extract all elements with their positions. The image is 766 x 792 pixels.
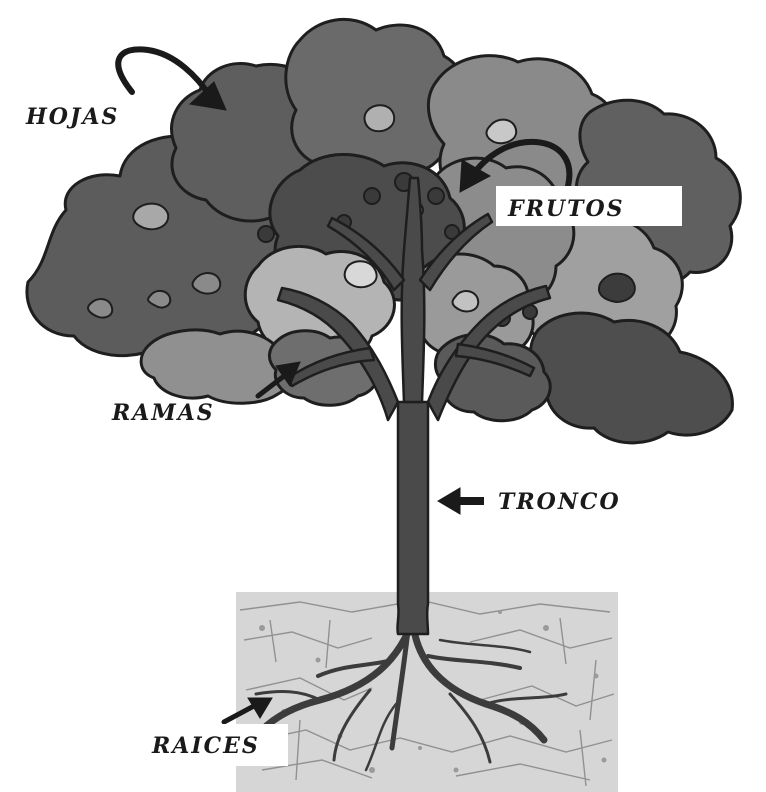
- label-raices: RAICES: [151, 733, 260, 759]
- label-ramas: RAMAS: [111, 400, 215, 426]
- arrow-tronco-head: [438, 488, 460, 514]
- leaf-clump-lower-right: [530, 313, 732, 443]
- leaf-clump-bottom-left: [141, 330, 294, 403]
- trunk: [397, 402, 428, 634]
- label-frutos: FRUTOS: [507, 196, 625, 222]
- label-tronco: TRONCO: [498, 489, 621, 515]
- arrow-hojas: [118, 49, 210, 96]
- label-hojas: HOJAS: [25, 104, 119, 130]
